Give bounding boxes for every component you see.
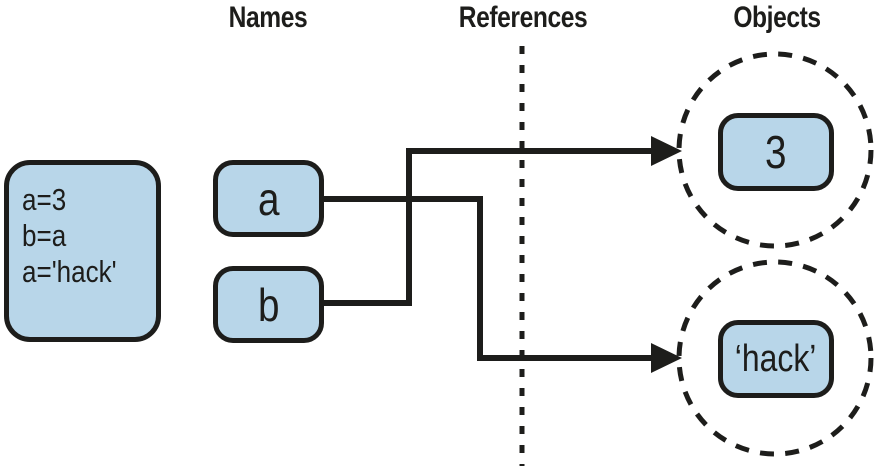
column-header-references: References [458, 1, 588, 34]
object-box-3: 3 [718, 113, 834, 191]
name-box-b: b [213, 266, 324, 343]
arrow-line-b-to-3 [321, 148, 654, 306]
object-box-hack: ‘hack’ [718, 320, 834, 398]
object-box-3-label: 3 [765, 126, 787, 178]
object-circle-3 [676, 51, 874, 249]
code-line-1: a=3 [22, 182, 67, 217]
name-box-a: a [213, 160, 324, 237]
column-header-names: Names [228, 1, 308, 34]
code-line-3: a='hack' [22, 254, 117, 289]
object-box-hack-label: ‘hack’ [735, 337, 817, 380]
column-header-objects: Objects [733, 1, 821, 34]
code-box: a=3 b=a a='hack' [4, 160, 161, 342]
arrowhead-b-to-3-icon [651, 136, 682, 166]
name-box-b-label: b [257, 278, 280, 331]
arrow-line-a-to-hack [321, 196, 654, 361]
name-box-a-label: a [257, 172, 280, 225]
arrowhead-a-to-hack-icon [651, 343, 682, 373]
object-circle-hack [676, 259, 874, 457]
code-line-2: b=a [22, 218, 67, 253]
